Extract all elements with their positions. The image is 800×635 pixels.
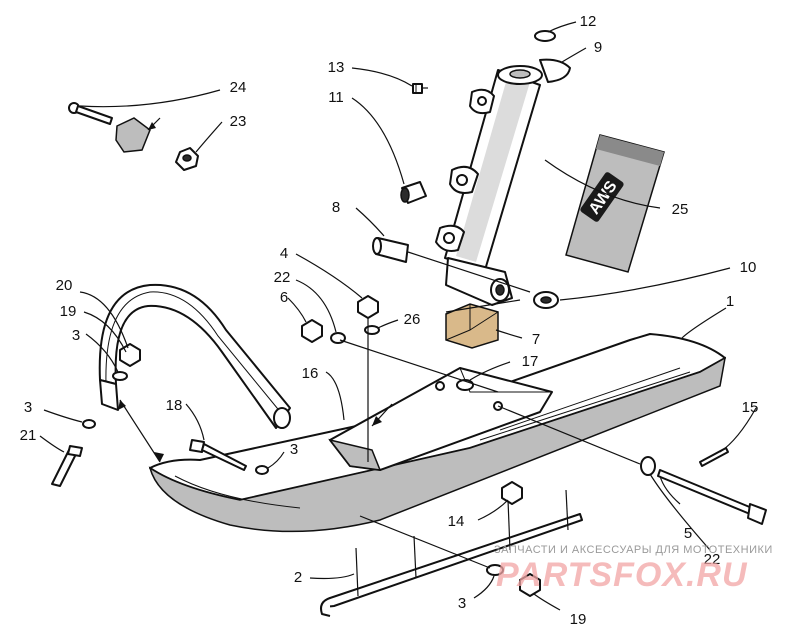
clamp-assembly xyxy=(68,102,199,171)
washer-26 xyxy=(364,325,380,335)
watermark-logo: PARTSFOX.RU xyxy=(496,556,748,594)
callout-22-upper: 22 xyxy=(274,269,291,286)
nut-6 xyxy=(301,319,323,343)
nut-4 xyxy=(357,295,379,319)
washer-3-left xyxy=(82,419,96,429)
washer-3-upper xyxy=(112,371,128,381)
callout-13: 13 xyxy=(328,59,345,76)
callout-21: 21 xyxy=(20,427,37,444)
callout-14: 14 xyxy=(448,513,465,530)
shock-absorber xyxy=(435,58,571,306)
nut-19-lower xyxy=(519,573,541,597)
nut-14 xyxy=(501,481,523,505)
wear-bar xyxy=(320,489,583,617)
washer-3-mid xyxy=(255,465,269,475)
grease-fitting xyxy=(412,83,428,94)
callout-2: 2 xyxy=(294,569,302,586)
bushing-lower xyxy=(533,291,559,309)
bushing-upper xyxy=(400,181,427,204)
callout-3-upper: 3 xyxy=(72,327,80,344)
washer-3-lower xyxy=(486,564,504,576)
callout-24: 24 xyxy=(230,79,247,96)
callout-18: 18 xyxy=(166,397,183,414)
callout-3-lower: 3 xyxy=(458,595,466,612)
callout-20: 20 xyxy=(56,277,73,294)
shock-cap xyxy=(534,30,556,42)
bolt-18 xyxy=(189,439,247,471)
callout-3-left: 3 xyxy=(24,399,32,416)
callout-22-lower: 22 xyxy=(704,551,721,568)
callout-1: 1 xyxy=(726,293,734,310)
callout-labels: 12 9 13 11 24 23 25 8 4 22 10 6 26 20 19… xyxy=(20,13,759,628)
callout-4: 4 xyxy=(280,245,288,262)
watermark-caption: ЗАПЧАСТИ И АКСЕССУАРЫ ДЛЯ МОТОТЕХНИКИ xyxy=(494,544,773,556)
bolt-21 xyxy=(51,445,83,487)
aws-decal: AWS xyxy=(565,134,665,273)
bolt-5 xyxy=(657,469,767,525)
washer-22-lower xyxy=(640,456,656,476)
callout-15: 15 xyxy=(742,399,759,416)
callout-5: 5 xyxy=(684,525,692,542)
callout-25: 25 xyxy=(672,201,689,218)
callout-17: 17 xyxy=(522,353,539,370)
callout-6: 6 xyxy=(280,289,288,306)
cotter-pin xyxy=(699,447,729,467)
leader-lines xyxy=(39,21,757,611)
callout-16: 16 xyxy=(302,365,319,382)
spindle-arm xyxy=(98,283,291,429)
callout-3-mid: 3 xyxy=(290,441,298,458)
callout-19-upper: 19 xyxy=(60,303,77,320)
callout-9: 9 xyxy=(594,39,602,56)
callout-23: 23 xyxy=(230,113,247,130)
callout-19-lower: 19 xyxy=(570,611,587,628)
callout-26: 26 xyxy=(404,311,421,328)
spacer-tube xyxy=(372,237,409,263)
callout-7: 7 xyxy=(532,331,540,348)
callout-10: 10 xyxy=(740,259,757,276)
ski-saddle xyxy=(328,367,553,471)
watermark: ЗАПЧАСТИ И АКСЕССУАРЫ ДЛЯ МОТОТЕХНИКИ PA… xyxy=(494,544,773,594)
callout-12: 12 xyxy=(580,13,597,30)
callout-8: 8 xyxy=(332,199,340,216)
callout-11: 11 xyxy=(328,89,344,106)
rubber-block xyxy=(445,303,499,349)
